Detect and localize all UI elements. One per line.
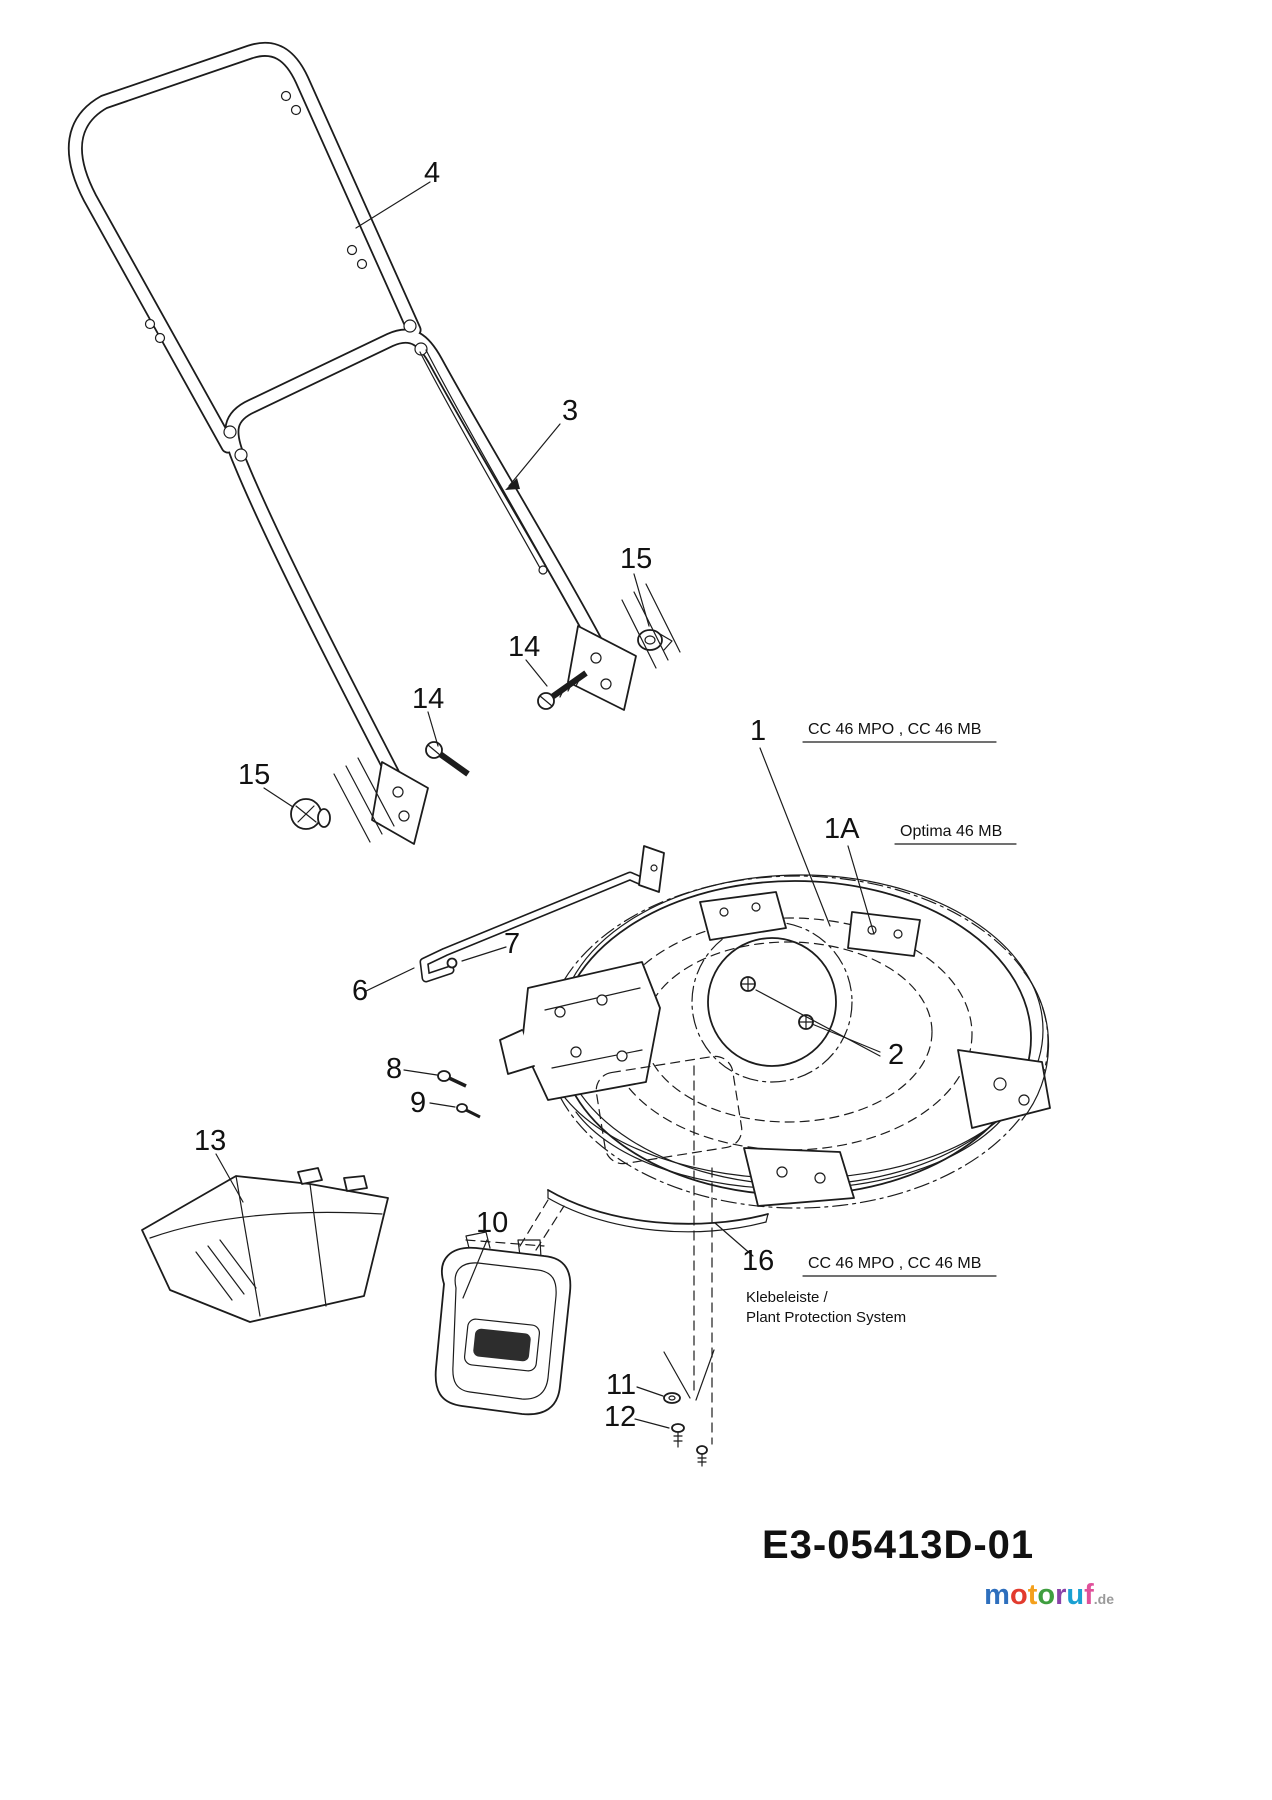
drawing-number: E3-05413D-01 <box>762 1523 1034 1567</box>
watermark-letter: t <box>1027 1579 1038 1611</box>
screw-12 <box>671 1423 685 1433</box>
models-for-part-16: CC 46 MPO , CC 46 MB <box>808 1255 981 1272</box>
callout-14-left-label: 14 <box>412 683 444 715</box>
deck-drawing <box>499 874 1051 1209</box>
callout-8-label: 8 <box>386 1053 402 1085</box>
callout-labels: 4 3 15 14 14 15 1 1A 7 6 2 8 9 13 10 16 … <box>194 157 904 1433</box>
screw-9 <box>456 1103 468 1113</box>
handle-tube-inner-fill <box>69 43 606 790</box>
models-for-part-1: CC 46 MPO , CC 46 MB <box>808 721 981 738</box>
callout-4-label: 4 <box>424 157 440 189</box>
part-16-note-line2: Plant Protection System <box>746 1309 906 1326</box>
motoruf-watermark: motoruf.de <box>984 1581 1114 1610</box>
fastener-drawings <box>290 583 708 1467</box>
callout-1-label: 1 <box>750 715 766 747</box>
deflector-drawing <box>141 1167 389 1323</box>
callout-14-top-label: 14 <box>508 631 540 663</box>
washer-11 <box>663 1392 681 1404</box>
screw-12b <box>696 1445 708 1455</box>
arrowhead-icon <box>505 478 520 490</box>
watermark-letter: f <box>1084 1579 1094 1611</box>
callout-3-label: 3 <box>562 395 578 427</box>
callout-15-top-label: 15 <box>620 543 652 575</box>
watermark-letter: u <box>1066 1579 1085 1611</box>
callout-16-label: 16 <box>742 1245 774 1277</box>
callout-10-label: 10 <box>476 1207 508 1239</box>
watermark-suffix: .de <box>1093 1591 1114 1607</box>
handle-upper-drawing <box>67 41 422 454</box>
mulch-plug-drawing <box>434 1231 572 1416</box>
handle-details <box>144 90 637 845</box>
control-cable <box>419 351 541 569</box>
protection-strip-drawing <box>547 1189 769 1233</box>
callout-12-label: 12 <box>604 1401 636 1433</box>
callout-7-label: 7 <box>504 928 520 960</box>
watermark-letter: r <box>1055 1579 1067 1611</box>
models-for-part-1a: Optima 46 MB <box>900 823 1002 840</box>
callout-13-label: 13 <box>194 1125 226 1157</box>
cable-guide-rod-drawing <box>419 845 665 983</box>
part-16-note-line1: Klebeleiste / <box>746 1289 829 1306</box>
watermark-letter: m <box>984 1579 1010 1611</box>
callout-9-label: 9 <box>410 1087 426 1119</box>
screw-8 <box>437 1070 451 1082</box>
bolt-14-left <box>438 751 470 777</box>
bolt-14-top <box>550 670 588 700</box>
callout-1a-label: 1A <box>824 813 860 845</box>
callout-15-left-label: 15 <box>238 759 270 791</box>
plug-label-plate <box>473 1328 531 1362</box>
callout-6-label: 6 <box>352 975 368 1007</box>
callout-2-label: 2 <box>888 1039 904 1071</box>
annotation-texts: CC 46 MPO , CC 46 MB Optima 46 MB CC 46 … <box>746 721 1002 1326</box>
watermark-letter: o <box>1009 1579 1028 1611</box>
leader-lines <box>215 181 1017 1429</box>
watermark-letter: o <box>1037 1579 1056 1611</box>
callout-11-label: 11 <box>606 1369 636 1401</box>
